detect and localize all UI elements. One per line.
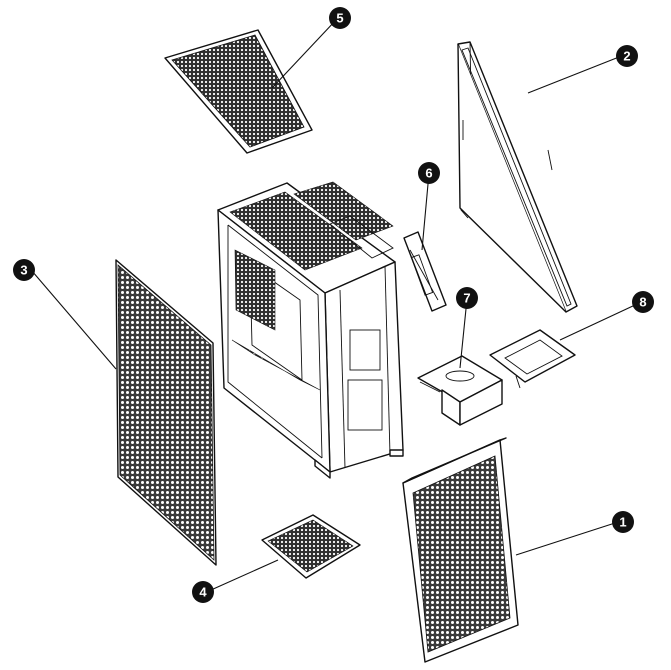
callout-4-label: 4 — [199, 585, 207, 600]
bottom-dust-filter — [261, 514, 361, 579]
drive-tray — [489, 329, 576, 389]
callout-2-badge — [616, 45, 638, 67]
callout-5-badge — [329, 7, 351, 29]
callout-5: 5 — [329, 7, 351, 29]
leader-lines — [31, 19, 636, 591]
callout-6-label: 6 — [425, 166, 432, 181]
callout-3: 3 — [13, 259, 35, 281]
ssd-bracket — [403, 231, 447, 312]
callout-4: 4 — [192, 581, 214, 603]
callout-1-badge — [612, 511, 634, 533]
front-mesh-panel — [402, 437, 519, 663]
callout-1-label: 1 — [619, 515, 626, 530]
leader-line-8 — [559, 304, 636, 341]
callout-2-label: 2 — [623, 49, 630, 64]
callout-8: 8 — [632, 291, 654, 313]
top-dust-filter — [164, 29, 313, 154]
callout-7: 7 — [456, 287, 478, 309]
drive-cage — [417, 355, 503, 426]
callout-7-badge — [456, 287, 478, 309]
leader-line-1 — [515, 522, 616, 556]
leader-line-6 — [421, 172, 430, 251]
callout-2: 2 — [616, 45, 638, 67]
callout-3-label: 3 — [20, 263, 27, 278]
callout-3-badge — [13, 259, 35, 281]
mesh-side-panel — [115, 259, 217, 566]
callout-8-badge — [632, 291, 654, 313]
leader-line-7 — [459, 298, 468, 369]
callout-6-badge — [418, 162, 440, 184]
leader-line-3 — [31, 270, 117, 370]
leader-line-4 — [210, 559, 279, 591]
callout-7-label: 7 — [463, 291, 470, 306]
callout-6: 6 — [418, 162, 440, 184]
callout-5-label: 5 — [336, 11, 343, 26]
side-glass-panel — [457, 41, 578, 313]
callout-4-badge — [192, 581, 214, 603]
pc-case-chassis — [217, 181, 404, 479]
leader-line-2 — [527, 56, 620, 94]
leader-line-5 — [271, 19, 337, 89]
callout-8-label: 8 — [639, 295, 646, 310]
callout-1: 1 — [612, 511, 634, 533]
